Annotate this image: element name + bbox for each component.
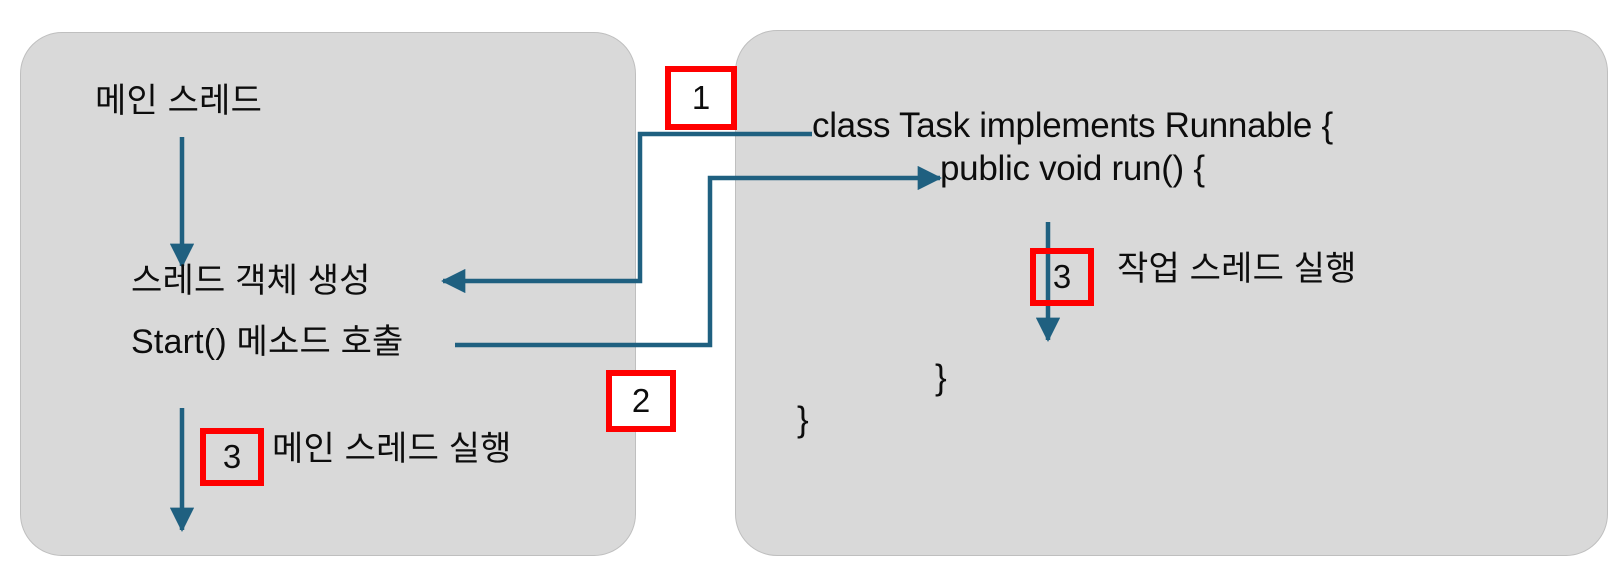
label-worker-thread-execution: 작업 스레드 실행: [1117, 250, 1357, 288]
code-class-declaration: class Task implements Runnable {: [812, 106, 1333, 145]
label-create-thread-object: 스레드 객체 생성: [131, 262, 371, 300]
label-call-start-method: Start() 메소드 호출: [131, 323, 404, 361]
callout-3-main: 3: [200, 428, 264, 486]
callout-2: 2: [606, 370, 676, 432]
code-close-class-brace: }: [797, 400, 809, 439]
code-close-run-brace: }: [935, 358, 947, 397]
code-run-method: public void run() {: [940, 149, 1205, 188]
label-main-thread-execution: 메인 스레드 실행: [272, 430, 512, 468]
label-main-thread: 메인 스레드: [95, 82, 263, 120]
callout-1: 1: [665, 66, 737, 130]
callout-3-worker: 3: [1030, 248, 1094, 306]
